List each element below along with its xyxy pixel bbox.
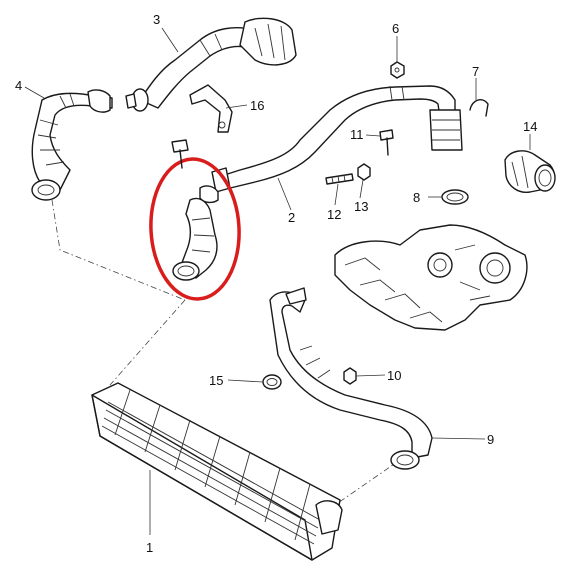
callout-1: 1 [146,540,153,555]
nut-10 [343,367,357,385]
highlight-circle [149,157,241,301]
left-air-hose [31,89,113,201]
assembly-guide-lines [51,199,401,506]
callout-6: 6 [392,21,399,36]
elbow-connector [504,150,556,193]
hose-clamp-8 [441,189,469,205]
callout-labels: 1 2 3 4 6 7 8 9 10 11 12 13 14 15 16 [15,12,537,555]
callout-7: 7 [472,64,479,79]
callout-4: 4 [15,78,22,93]
upper-intake-hose [125,17,297,112]
callout-11: 11 [350,127,364,142]
callout-9: 9 [487,432,494,447]
callout-15: 15 [209,373,223,388]
hose-bracket [189,84,233,133]
nut-6 [390,61,405,79]
callout-8: 8 [413,190,420,205]
callout-13: 13 [354,199,368,214]
callout-12: 12 [327,207,341,222]
callout-2: 2 [288,210,295,225]
callout-10: 10 [387,368,401,383]
intercooler [91,382,343,561]
highlighted-hose [149,157,241,301]
callout-3: 3 [153,12,160,27]
callout-14: 14 [523,119,537,134]
lower-charge-pipe [269,287,433,470]
charge-air-pipe [211,85,463,193]
stud-12 [325,173,354,185]
leader-lines [24,27,531,535]
hose-clamp-15 [262,374,282,390]
turbocharger-manifold [334,224,528,331]
callout-16: 16 [250,98,264,113]
nut-13 [357,163,371,181]
retaining-clip-7 [469,99,489,117]
bolt [171,139,189,169]
bolt-11 [379,129,394,156]
